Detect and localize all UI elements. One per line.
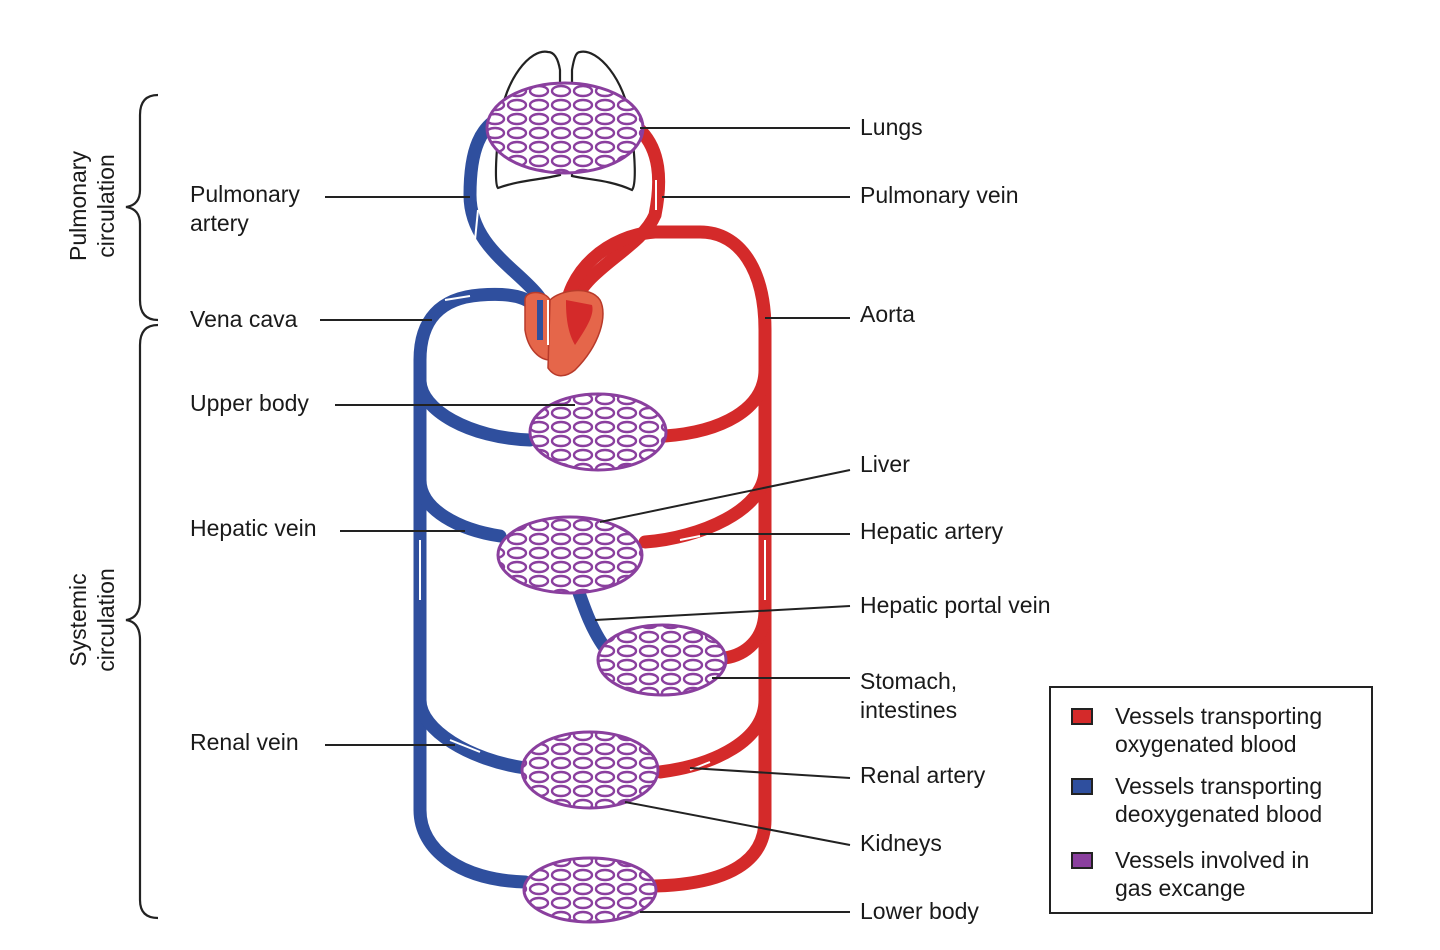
label-stomach-line-2: intestines: [860, 697, 958, 723]
pulmonary-circulation-label: Pulmonary circulation: [64, 136, 120, 276]
label-pulmonary-artery-line-2: artery: [190, 210, 249, 236]
deoxygenated-vessels: [413, 108, 612, 889]
label-stomach-line-1: Stomach,: [860, 668, 958, 694]
legend-oxygenated-line-1: Vessels transporting: [1115, 703, 1323, 729]
legend-oxygenated-line-2: oxygenated blood: [1115, 731, 1297, 757]
legend-gas-exchange-line-1: Vessels involved in: [1115, 847, 1310, 873]
pulmonary-bracket: [125, 93, 159, 322]
systemic-circulation-label: Systemic circulation: [64, 550, 120, 690]
label-hepatic-portal-vein: Hepatic portal vein: [860, 592, 1051, 618]
legend-swatch-deoxygenated: [1071, 778, 1093, 795]
label-aorta: Aorta: [860, 301, 915, 327]
label-vena-cava: Vena cava: [190, 306, 298, 332]
label-pulmonary-vein: Pulmonary vein: [860, 182, 1019, 208]
label-kidneys: Kidneys: [860, 830, 942, 856]
label-lungs: Lungs: [860, 114, 923, 140]
lung-capillary-bed: [485, 81, 645, 175]
legend: Vessels transporting oxygenated blood Ve…: [1049, 686, 1373, 914]
legend-deoxygenated-line-1: Vessels transporting: [1115, 773, 1323, 799]
legend-swatch-oxygenated: [1071, 708, 1093, 725]
label-liver: Liver: [860, 451, 910, 477]
stomach-capillary-bed: [596, 623, 728, 697]
blue-flow-arrows: [419, 209, 481, 753]
leader-lines: [320, 127, 851, 913]
upper-body-capillary-bed: [528, 392, 668, 472]
label-stomach-intestines: Stomach, intestines: [860, 667, 957, 725]
legend-deoxygenated-line-2: deoxygenated blood: [1115, 801, 1323, 827]
label-lower-body: Lower body: [860, 898, 979, 924]
label-upper-body: Upper body: [190, 390, 309, 416]
systemic-line-1: Systemic: [65, 573, 91, 667]
pulmonary-line-2: circulation: [93, 154, 119, 258]
label-hepatic-artery: Hepatic artery: [860, 518, 1004, 544]
legend-gas-exchange-line-2: gas excange: [1115, 875, 1246, 901]
liver-capillary-bed: [496, 515, 644, 595]
oxygenated-vessels: [558, 123, 772, 893]
legend-swatch-gas-exchange: [1071, 852, 1093, 869]
label-pulmonary-artery-line-1: Pulmonary: [190, 181, 300, 207]
kidney-capillary-bed: [520, 730, 660, 810]
label-renal-artery: Renal artery: [860, 762, 986, 788]
label-renal-vein: Renal vein: [190, 729, 299, 755]
label-hepatic-vein: Hepatic vein: [190, 515, 317, 541]
lower-body-capillary-bed: [522, 856, 658, 924]
systemic-line-2: circulation: [93, 568, 119, 672]
systemic-bracket: [125, 323, 159, 920]
pulmonary-line-1: Pulmonary: [65, 151, 91, 261]
label-pulmonary-artery: Pulmonary artery: [190, 180, 300, 238]
heart: [524, 289, 604, 377]
